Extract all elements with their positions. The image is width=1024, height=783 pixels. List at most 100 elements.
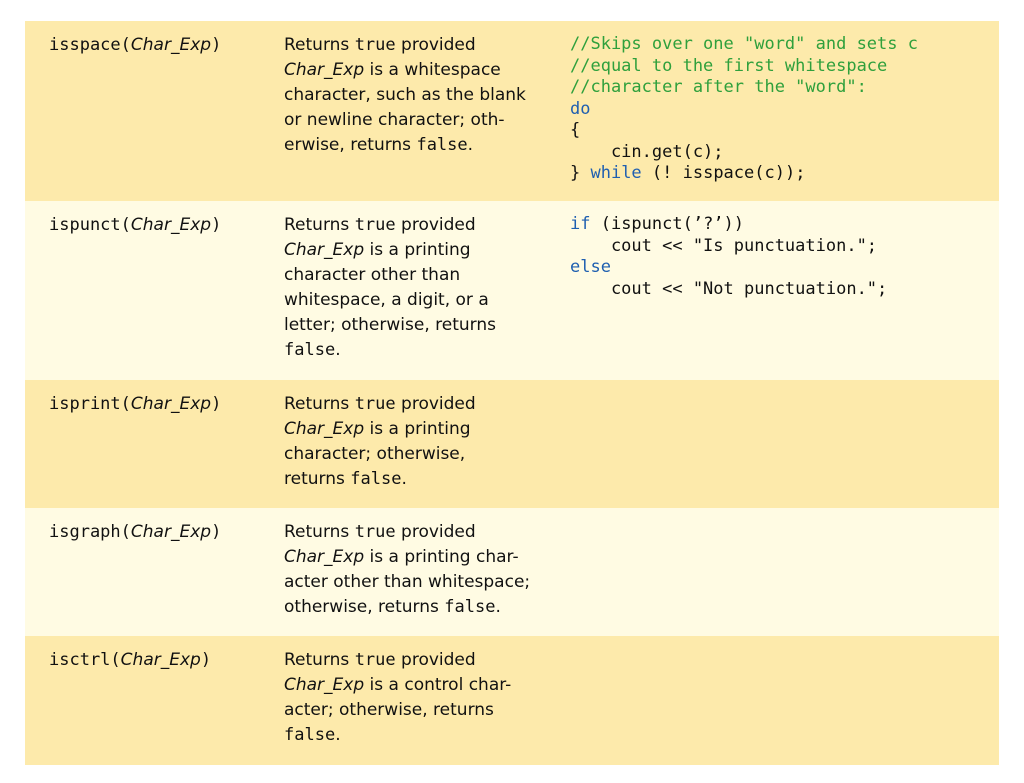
- code-text: cout << "Not punctuation.";: [570, 278, 888, 299]
- description-text: .: [335, 725, 341, 745]
- description-line: returns false.: [284, 467, 534, 492]
- description-line: character other than: [284, 263, 534, 288]
- code-text: (! isspace(c));: [641, 163, 806, 183]
- argument-name: Char_Exp: [284, 547, 365, 567]
- description-line: Char_Exp is a whitespace: [284, 58, 534, 83]
- code-keyword: true: [354, 35, 396, 55]
- description-text: whitespace, a digit, or a: [284, 290, 489, 310]
- description-line: acter; otherwise, returns: [284, 698, 534, 723]
- description-text: provided: [395, 394, 476, 414]
- description-line: whitespace, a digit, or a: [284, 288, 534, 313]
- description-line: Char_Exp is a printing: [284, 238, 534, 263]
- description-text: .: [335, 340, 341, 360]
- code-keyword: true: [354, 650, 396, 670]
- function-arg: Char_Exp: [130, 394, 212, 414]
- description-text: is a control char-: [364, 675, 512, 695]
- code-example: //Skips over one "word" and sets c//equa…: [570, 34, 918, 185]
- description-line: Char_Exp is a printing char-: [284, 545, 534, 570]
- description-text: Returns: [284, 215, 355, 235]
- code-line: cin.get(c);: [570, 142, 918, 164]
- description-text: returns: [284, 469, 351, 489]
- description-text: acter other than whitespace;: [284, 572, 531, 592]
- code-keyword: false: [350, 469, 402, 489]
- code-keyword: false: [284, 340, 336, 360]
- code-example: if (ispunct(’?’)) cout << "Is punctuatio…: [570, 214, 887, 300]
- code-line: } while (! isspace(c));: [570, 163, 918, 185]
- code-keyword: true: [354, 394, 396, 414]
- code-keyword: while: [590, 163, 642, 183]
- code-line: do: [570, 99, 918, 121]
- description-line: Char_Exp is a control char-: [284, 673, 534, 698]
- code-line: if (ispunct(’?’)): [570, 214, 887, 236]
- description-text: is a printing: [364, 419, 471, 439]
- code-line: {: [570, 120, 918, 142]
- code-keyword: else: [570, 257, 611, 277]
- code-text: (ispunct(’?’)): [590, 214, 745, 234]
- description-text: .: [467, 135, 474, 155]
- code-line: cout << "Is punctuation.";: [570, 236, 887, 258]
- description-line: false.: [284, 723, 534, 748]
- argument-name: Char_Exp: [284, 675, 365, 695]
- function-arg: Char_Exp: [130, 35, 212, 55]
- argument-name: Char_Exp: [284, 60, 365, 80]
- description-text: Returns: [284, 650, 355, 670]
- code-keyword: false: [416, 135, 468, 155]
- description-line: Returns true provided: [284, 213, 534, 238]
- description-text: acter; otherwise, returns: [284, 700, 494, 720]
- description-text: character; otherwise,: [284, 444, 466, 464]
- function-signature: ispunct(Char_Exp): [49, 215, 222, 235]
- function-name: isctrl: [49, 650, 111, 670]
- code-comment: //equal to the first whitespace: [570, 55, 888, 76]
- description-line: erwise, returns false.: [284, 133, 534, 158]
- argument-name: Char_Exp: [284, 240, 365, 260]
- description-text: or newline character; oth-: [284, 110, 505, 130]
- description-text: provided: [395, 650, 476, 670]
- function-name: isgraph: [49, 522, 121, 542]
- function-arg: Char_Exp: [130, 522, 212, 542]
- code-comment: //Skips over one "word" and sets c: [570, 34, 918, 54]
- description-line: Returns true provided: [284, 520, 534, 545]
- description-line: Char_Exp is a printing: [284, 417, 534, 442]
- description-line: Returns true provided: [284, 648, 534, 673]
- description-text: letter; otherwise, returns: [284, 315, 496, 335]
- argument-name: Char_Exp: [284, 419, 365, 439]
- description-text: .: [495, 597, 501, 617]
- function-name: ispunct: [49, 215, 121, 235]
- code-keyword: if: [570, 214, 591, 234]
- description-text: erwise, returns: [284, 135, 417, 155]
- description-line: Returns true provided: [284, 33, 534, 58]
- code-text: cin.get(c);: [570, 141, 724, 162]
- description-text: Returns: [284, 35, 355, 55]
- description-text: Returns: [284, 522, 355, 542]
- description-line: otherwise, returns false.: [284, 595, 534, 620]
- description-text: Returns: [284, 394, 355, 414]
- function-signature: isspace(Char_Exp): [49, 35, 222, 55]
- function-arg: Char_Exp: [120, 650, 201, 670]
- code-keyword: true: [354, 215, 396, 235]
- description-line: false.: [284, 338, 534, 363]
- description-text: character, such as the blank: [284, 85, 526, 105]
- code-keyword: false: [284, 725, 336, 745]
- code-comment: //character after the "word":: [570, 77, 867, 97]
- code-text: cout << "Is punctuation.";: [570, 235, 878, 256]
- function-name: isprint: [49, 394, 121, 414]
- description-text: is a whitespace: [364, 60, 501, 80]
- description-line: character; otherwise,: [284, 442, 534, 467]
- description-text: is a printing char-: [364, 547, 519, 567]
- function-arg: Char_Exp: [130, 215, 212, 235]
- code-line: //Skips over one "word" and sets c: [570, 34, 918, 56]
- function-name: isspace: [49, 35, 121, 55]
- description-text: character other than: [284, 265, 461, 285]
- code-line: //equal to the first whitespace: [570, 56, 918, 78]
